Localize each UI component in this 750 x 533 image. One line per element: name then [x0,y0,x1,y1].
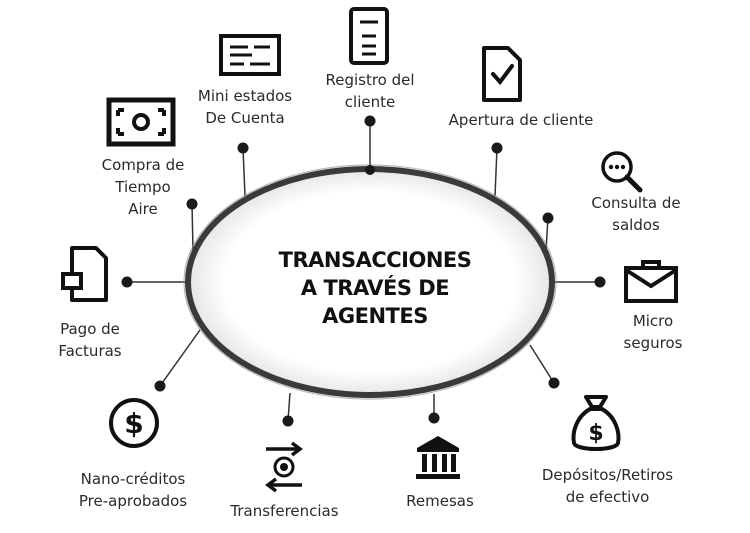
label-consulta-saldos: Consulta de saldos [591,194,681,234]
invoice-icon [61,246,108,302]
dollar-coin-icon: $ [109,398,159,448]
node-dot-depositos [548,377,560,389]
label-micro-seguros: Micro seguros [623,312,683,352]
node-dot-registro [364,115,376,127]
label-transferencias: Transferencias [230,502,339,520]
document-list-icon [349,7,389,65]
label-nano-creditos: Nano-créditos Pre-aprobados [78,470,188,510]
magnifier-icon [601,151,643,193]
node-dot-remesas [428,412,440,424]
transfer-arrows-icon [265,441,303,493]
svg-text:$: $ [124,407,143,440]
label-remesas: Remesas [406,492,474,510]
money-bag-icon: $ [571,395,621,451]
node-dot-consulta [542,212,554,224]
label-registro: Registro del cliente [325,71,415,111]
briefcase-icon [624,260,678,303]
bank-icon [416,436,460,479]
label-apertura: Apertura de cliente [448,111,594,129]
node-dot-mini-estados [237,142,249,154]
label-mini-estados: Mini estados De Cuenta [197,87,293,127]
label-pago-facturas: Pago de Facturas [58,320,122,360]
label-depositos: Depósitos/Retiros de efectivo [541,466,674,506]
statement-card-icon [219,34,281,76]
svg-text:$: $ [588,421,603,446]
node-dot-compra-tiempo [186,198,198,210]
label-compra-tiempo: Compra de Tiempo Aire [101,156,185,218]
center-title: TRANSACCIONES A TRAVÉS DE AGENTES [278,248,472,328]
node-dot-micro [594,276,606,288]
banknote-icon [106,97,176,147]
node-dot-transferencias [282,415,294,427]
node-dot-nano [154,380,166,392]
document-check-icon [482,46,522,102]
node-dot-apertura [491,142,503,154]
node-dot-pago [121,276,133,288]
